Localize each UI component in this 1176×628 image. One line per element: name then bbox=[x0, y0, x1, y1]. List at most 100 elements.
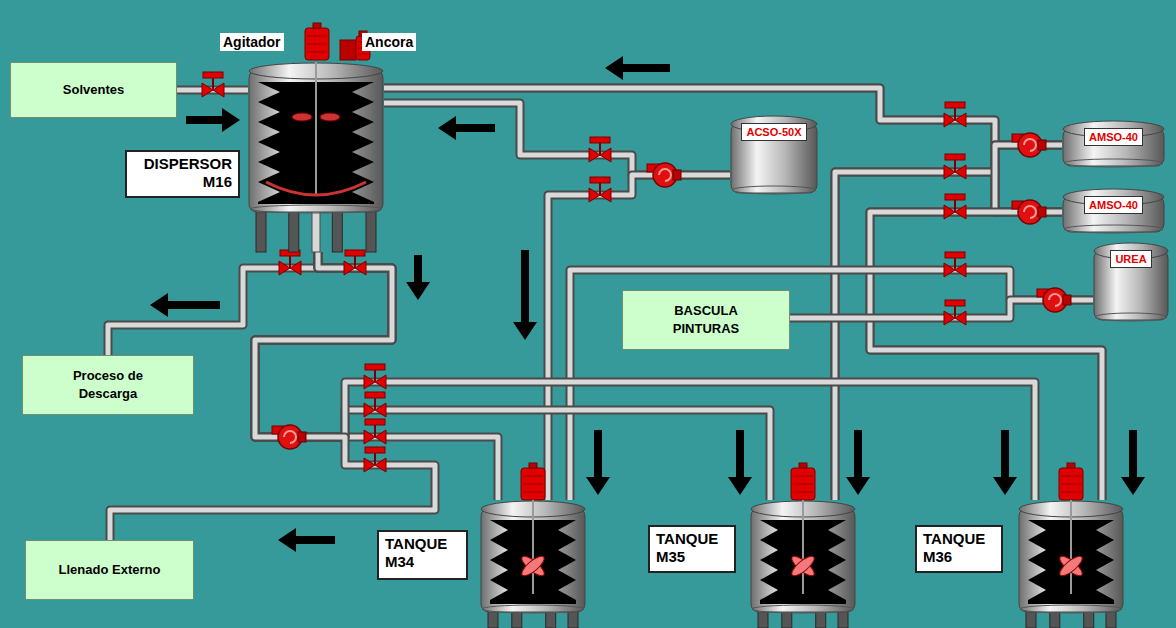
valve-body bbox=[944, 205, 955, 219]
valve-body bbox=[344, 261, 355, 275]
motor-cap bbox=[529, 463, 537, 468]
tank-bottom bbox=[732, 186, 816, 194]
motor-rib bbox=[307, 44, 327, 45]
motor-body bbox=[521, 468, 545, 500]
tank-graphic bbox=[248, 62, 384, 252]
valve-stem bbox=[599, 182, 601, 195]
valve-stem bbox=[289, 255, 291, 268]
process-box: Llenado Externo bbox=[25, 540, 194, 600]
pump-inlet bbox=[298, 432, 306, 442]
tank-name-label: TANQUE M35 bbox=[648, 525, 736, 573]
disperser-blade bbox=[320, 113, 340, 121]
valve-handle bbox=[203, 72, 223, 78]
valve-stem bbox=[599, 142, 601, 155]
valve-symbol bbox=[944, 252, 966, 277]
flow-arrow bbox=[513, 250, 537, 340]
mixing-tank: TANQUE M34 bbox=[480, 500, 586, 628]
valve-body bbox=[290, 261, 301, 275]
valve-symbol bbox=[364, 392, 386, 417]
valve-body bbox=[364, 403, 375, 417]
valve-body bbox=[955, 165, 966, 179]
box-label: Solventes bbox=[63, 81, 124, 99]
valve-body bbox=[589, 148, 600, 162]
tank-leg bbox=[366, 208, 376, 252]
tank-tag: UREA bbox=[1110, 250, 1151, 268]
valve-body bbox=[375, 403, 386, 417]
valve-stem bbox=[374, 424, 376, 437]
valve-symbol bbox=[364, 419, 386, 444]
scale-box: BASCULA PINTURAS bbox=[622, 290, 790, 350]
tank-leg bbox=[256, 208, 266, 252]
valve-stem bbox=[212, 77, 214, 90]
valve-symbol bbox=[279, 250, 301, 275]
flow-arrow bbox=[150, 293, 220, 317]
disperser-blade bbox=[292, 113, 312, 121]
valve-handle bbox=[945, 154, 965, 160]
valve-symbol bbox=[944, 194, 966, 219]
motor-body bbox=[305, 28, 329, 60]
agitator-shaft bbox=[1070, 500, 1072, 594]
motor-rib bbox=[307, 36, 327, 37]
impeller bbox=[789, 553, 817, 579]
valve-handle bbox=[365, 364, 385, 370]
motor-cap bbox=[1067, 463, 1075, 468]
motor-symbol bbox=[305, 23, 329, 60]
pipe-wall bbox=[384, 88, 1062, 212]
tank-bottom bbox=[1095, 313, 1167, 321]
pipe-wall bbox=[255, 252, 1035, 500]
tank-tag: AMSO-40 bbox=[1084, 196, 1143, 214]
motor-label: Ancora bbox=[362, 33, 416, 51]
motor-rib bbox=[523, 476, 543, 477]
valve-handle bbox=[945, 252, 965, 258]
pump-symbol bbox=[1012, 200, 1046, 224]
tank-name-label: DISPERSOR M16 bbox=[125, 150, 240, 198]
valve-symbol bbox=[944, 102, 966, 127]
pipe-connector bbox=[870, 212, 1102, 500]
valve-handle bbox=[365, 419, 385, 425]
motor-rib bbox=[523, 492, 543, 493]
pipe-bore bbox=[384, 88, 1062, 212]
pump-impeller bbox=[659, 169, 671, 181]
valve-body bbox=[375, 375, 386, 389]
tank-bottom bbox=[482, 605, 584, 613]
motor-symbol bbox=[521, 463, 545, 500]
flow-arrow bbox=[1121, 430, 1145, 495]
pipe-wall bbox=[384, 88, 1062, 145]
valve-body bbox=[944, 113, 955, 127]
motor-symbol bbox=[1059, 463, 1083, 500]
impeller bbox=[519, 553, 547, 579]
valve-body bbox=[955, 205, 966, 219]
tank-bottom bbox=[1064, 159, 1163, 167]
valve-stem bbox=[354, 255, 356, 268]
pipe-bore bbox=[255, 252, 1035, 500]
pump-symbol bbox=[272, 425, 306, 449]
storage-tank: UREA bbox=[1093, 242, 1169, 324]
flow-arrow bbox=[993, 430, 1017, 495]
valve-body bbox=[202, 83, 213, 97]
tank-leg bbox=[289, 208, 299, 252]
motor-rib bbox=[1061, 484, 1081, 485]
motor-rib bbox=[1061, 476, 1081, 477]
valve-symbol bbox=[202, 72, 224, 97]
flow-arrow bbox=[586, 430, 610, 495]
valve-symbol bbox=[364, 364, 386, 389]
flow-arrow bbox=[846, 430, 870, 495]
motor-label: Agitador bbox=[220, 33, 284, 51]
pump-impeller bbox=[1049, 294, 1061, 306]
tank-body bbox=[731, 123, 817, 193]
flow-arrow bbox=[728, 430, 752, 495]
valve-body bbox=[600, 188, 611, 202]
motor-body bbox=[1059, 468, 1083, 500]
outlet-pipe bbox=[312, 210, 320, 252]
tank-leg bbox=[332, 208, 342, 252]
valve-stem bbox=[954, 257, 956, 270]
pipe-wall bbox=[870, 212, 1102, 500]
motor-rib bbox=[793, 492, 813, 493]
valve-symbol bbox=[944, 300, 966, 325]
tank-graphic bbox=[480, 500, 586, 628]
tank-name-label: TANQUE M34 bbox=[377, 530, 468, 580]
motor-cap bbox=[313, 23, 321, 28]
tank-bottom bbox=[1064, 225, 1163, 233]
valve-symbol bbox=[364, 447, 386, 472]
